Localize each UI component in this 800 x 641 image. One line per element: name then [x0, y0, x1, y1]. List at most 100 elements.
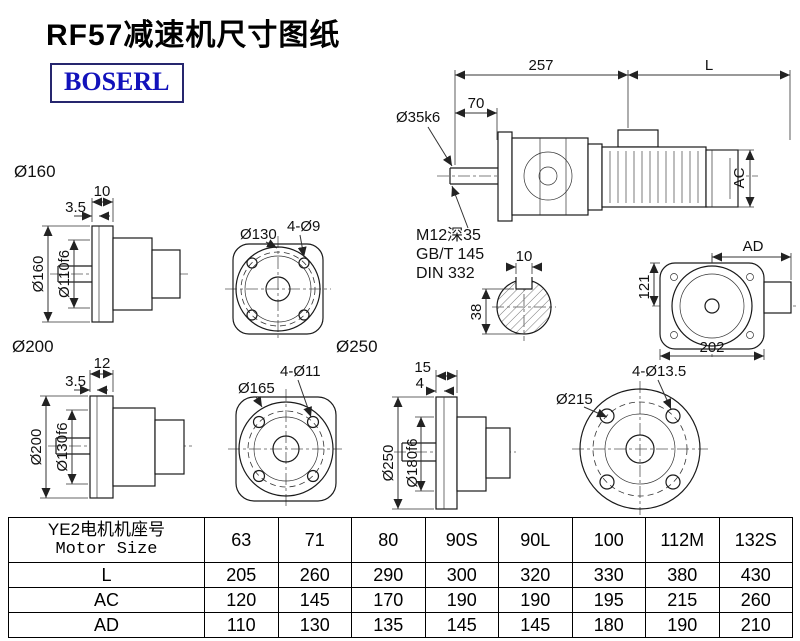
section-label-160: Ø160 [14, 162, 56, 181]
size-col-132s: 132S [718, 517, 793, 563]
size-col-80: 80 [351, 517, 426, 563]
row-label-ac: AC [8, 587, 205, 613]
dim-10-label: 10 [94, 183, 111, 200]
table-cell: 260 [277, 562, 352, 588]
dia-165-label: Ø165 [238, 380, 275, 397]
dia-200-label: Ø200 [28, 429, 45, 466]
drawing-flange-130: Ø130 4-Ø9 [225, 218, 331, 341]
table-cell: 110 [204, 612, 279, 638]
dim-12-label: 12 [94, 355, 111, 372]
dim-3-5-label: 3.5 [65, 199, 86, 216]
table-cell: 320 [498, 562, 573, 588]
table-cell: 215 [645, 587, 720, 613]
dia-130-label: Ø130 [240, 226, 277, 243]
flange-outline [232, 243, 324, 335]
drawing-view-200: Ø200 12 3.5 Ø200 [12, 337, 192, 499]
table-cell: 195 [571, 587, 646, 613]
dia-180f6-label: Ø180f6 [404, 438, 421, 487]
table-cell: 260 [718, 587, 793, 613]
table-row-ad: AD 110 130 135 145 145 180 190 210 [8, 612, 793, 638]
table-cell: 190 [645, 612, 720, 638]
size-col-90l: 90L [498, 517, 573, 563]
table-cell: 205 [204, 562, 279, 588]
dim-121-label: 121 [636, 274, 653, 299]
table-cell: 330 [571, 562, 646, 588]
section-label-250: Ø250 [336, 337, 378, 356]
table-cell: 145 [424, 612, 499, 638]
table-header-en: Motor Size [55, 540, 158, 559]
table-cell: 190 [424, 587, 499, 613]
terminal-box [617, 129, 659, 148]
drawing-view-250: 15 4 Ø250 Ø180f6 [380, 359, 516, 510]
table-cell: 145 [498, 612, 573, 638]
dim-ad-label: AD [743, 238, 764, 255]
flange-plate [91, 225, 114, 323]
table-cell: 190 [498, 587, 573, 613]
table-row-l: L 205 260 290 300 320 330 380 430 [8, 562, 793, 588]
flange-plate [435, 396, 458, 510]
drawing-main-assembly: 257 L 70 Ø35k6 AC M12深35 GB/T 145 DIN 33… [396, 57, 791, 282]
holes-4x9-label: 4-Ø9 [287, 218, 320, 235]
drawing-flange-165: Ø165 4-Ø11 [228, 363, 342, 509]
dia-250-label: Ø250 [380, 445, 397, 482]
brand-logo: BOSERL [50, 63, 184, 103]
dia-110-label: Ø110f6 [56, 250, 73, 298]
flange-outline [579, 388, 701, 510]
gear-housing [112, 237, 153, 311]
page-title: RF57减速机尺寸图纸 [46, 19, 341, 52]
dim-202-label: 202 [699, 339, 724, 356]
dim-257-label: 257 [528, 57, 553, 74]
table-row-ac: AC 120 145 170 190 190 195 215 260 [8, 587, 793, 613]
table-cell: 180 [571, 612, 646, 638]
dim-70-label: 70 [468, 95, 485, 112]
motor-body [601, 146, 707, 208]
row-label-ad: AD [8, 612, 205, 638]
table-header-cn: YE2电机机座号 [47, 519, 166, 539]
note-din: DIN 332 [416, 265, 475, 282]
technical-drawing: 257 L 70 Ø35k6 AC M12深35 GB/T 145 DIN 33… [12, 57, 796, 515]
table-cell: 210 [718, 612, 793, 638]
table-cell: 290 [351, 562, 426, 588]
dim-15-label: 15 [414, 359, 431, 376]
motor-adapter [587, 143, 603, 211]
flange-plate [89, 395, 114, 499]
table-cell: 145 [277, 587, 352, 613]
flange-outline [235, 396, 337, 502]
drawing-flange-215: Ø215 4-Ø13.5 [556, 363, 708, 515]
table-cell: 135 [351, 612, 426, 638]
note-m12: M12深35 [416, 226, 481, 244]
drawing-ad-view: AD 121 202 [636, 238, 796, 361]
shaft-dia-label: Ø35k6 [396, 109, 440, 126]
dim-ac-label: AC [731, 167, 748, 188]
size-col-71: 71 [277, 517, 352, 563]
dia-130f6-label: Ø130f6 [54, 422, 71, 471]
motor-end-outline [659, 262, 765, 350]
gearbox-housing [511, 137, 589, 216]
drawing-shaft-section: 10 38 [468, 248, 556, 341]
size-col-112m: 112M [645, 517, 720, 563]
size-col-100: 100 [571, 517, 646, 563]
holes-4x11-label: 4-Ø11 [280, 363, 321, 380]
dia-160-label: Ø160 [30, 256, 47, 293]
terminal-box-end [763, 281, 792, 314]
dim-l-label: L [705, 57, 713, 74]
table-cell: 130 [277, 612, 352, 638]
table-cell: 430 [718, 562, 793, 588]
row-label-l: L [8, 562, 205, 588]
dim-38-label: 38 [468, 304, 485, 321]
size-col-90s: 90S [424, 517, 499, 563]
dim-4-label: 4 [416, 375, 424, 392]
table-cell: 120 [204, 587, 279, 613]
section-label-200: Ø200 [12, 337, 54, 356]
drawing-view-160: Ø160 10 3.5 Ø160 [14, 162, 190, 323]
table-cell: 300 [424, 562, 499, 588]
dia-215-label: Ø215 [556, 391, 593, 408]
table-cell: 170 [351, 587, 426, 613]
gear-housing [112, 407, 156, 487]
key-width-label: 10 [516, 248, 533, 265]
motor-size-table: YE2电机机座号 Motor Size 63 71 80 90S 90L 100… [8, 517, 793, 638]
table-header-row: YE2电机机座号 Motor Size 63 71 80 90S 90L 100… [8, 517, 793, 563]
note-gbt: GB/T 145 [416, 246, 484, 263]
table-header-cell: YE2电机机座号 Motor Size [8, 517, 205, 563]
